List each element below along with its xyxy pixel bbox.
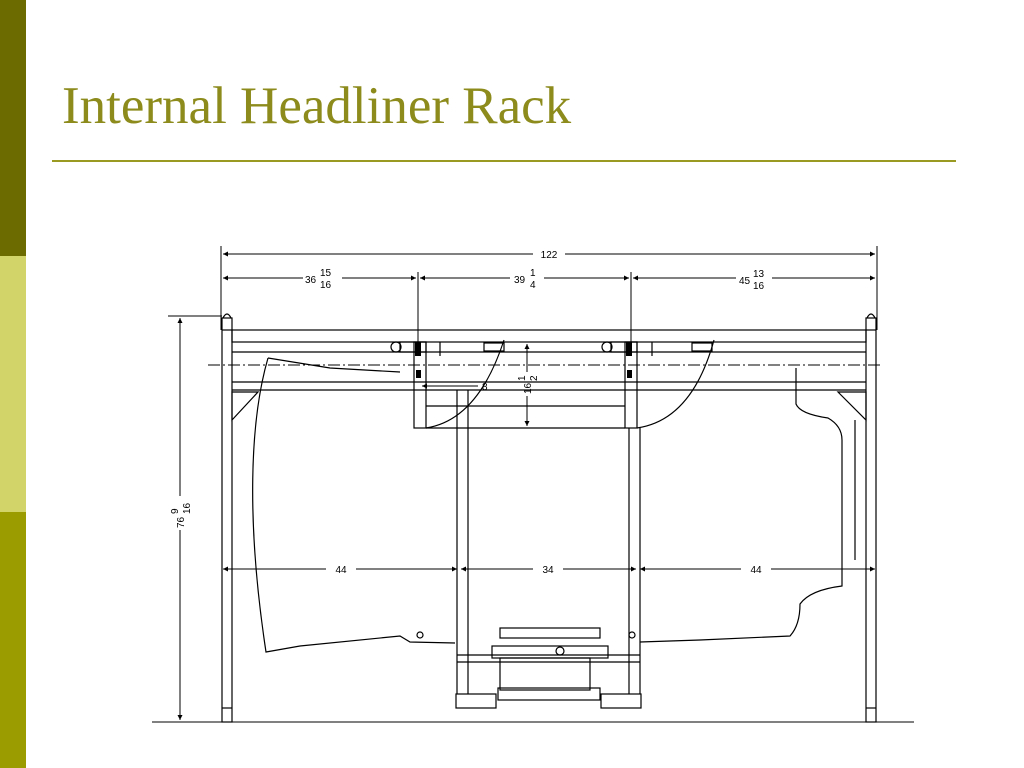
dim-seg-right-num: 13: [753, 269, 765, 280]
accent-segment-middle: [0, 256, 26, 512]
dim-rack-drop-den: 2: [529, 375, 540, 381]
dim-seg-mid-den: 4: [530, 280, 536, 291]
dim-seg-right-whole: 45: [739, 276, 751, 287]
dim-bottom-left: 44: [335, 565, 347, 576]
dim-bottom-mid: 34: [542, 565, 554, 576]
accent-segment-bottom: [0, 512, 26, 768]
dim-seg-right-den: 16: [753, 281, 765, 292]
dim-bottom-right: 44: [750, 565, 762, 576]
dim-small-h: 8: [482, 382, 488, 393]
dim-height-den: 16: [182, 502, 193, 514]
dim-seg-left-whole: 36: [305, 275, 317, 286]
dim-rack-drop-whole: 16: [523, 382, 534, 394]
left-post: [221, 317, 233, 723]
dim-seg-mid-whole: 39: [514, 275, 526, 286]
dim-seg-left-num: 15: [320, 268, 332, 279]
right-post: [865, 317, 877, 723]
accent-segment-top: [0, 0, 26, 256]
dim-height-whole: 76: [176, 516, 187, 528]
vehicle-outline: [252, 357, 843, 653]
dim-height-num: 9: [170, 508, 181, 514]
title-underline: [52, 160, 956, 162]
right-foot: [600, 693, 642, 709]
dim-rack-drop-num: 1: [517, 375, 528, 381]
side-accent-bar: [0, 0, 26, 768]
dim-overall-width: 122: [541, 250, 558, 261]
dim-seg-mid-num: 1: [530, 268, 536, 279]
dim-seg-left-den: 16: [320, 280, 332, 291]
slide-title: Internal Headliner Rack: [62, 77, 572, 135]
left-foot: [455, 693, 497, 709]
top-rail: [231, 329, 867, 343]
